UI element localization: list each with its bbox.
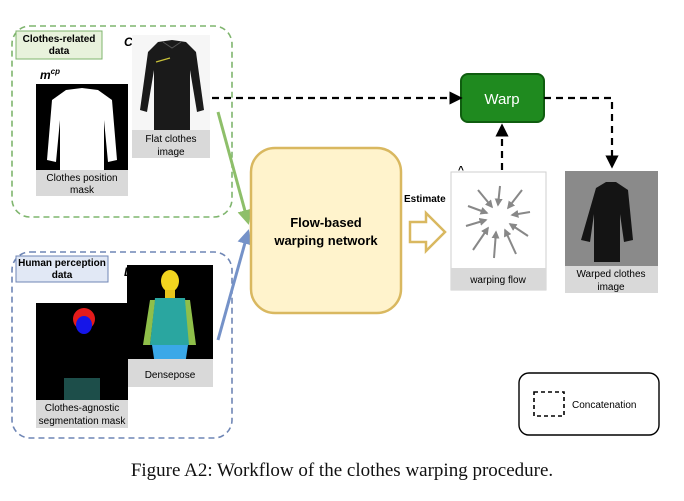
warped-shirt-icon <box>581 182 633 262</box>
warping-network-box <box>249 146 403 315</box>
human-data-label-box <box>15 255 109 283</box>
clothes-data-label-2: data <box>49 46 70 57</box>
human-input-arrow <box>216 229 253 341</box>
flat-clothes-caption-2: image <box>157 147 185 158</box>
human-data-group <box>11 251 233 439</box>
mask-caption-1: Clothes position <box>46 173 117 184</box>
mask-symbol: mcp <box>40 67 60 82</box>
legend-dashed-symbol <box>533 391 565 417</box>
clothes-input-arrow <box>216 111 253 225</box>
estimate-label: Estimate <box>404 194 446 205</box>
network-label-1: Flow-based <box>290 215 362 230</box>
clothes-data-label-1: Clothes-related <box>23 34 96 45</box>
legend-label: Concatenation <box>572 400 637 411</box>
flow-caption-box <box>451 268 546 290</box>
human-data-label-2: data <box>52 270 73 281</box>
flat-shirt-icon <box>140 40 204 130</box>
agnostic-figure <box>64 308 100 402</box>
densepose-caption: Densepose <box>145 370 196 381</box>
warp-label: Warp <box>484 91 519 108</box>
flow-hat: ^ <box>458 165 464 176</box>
figure-caption: Figure A2: Workflow of the clothes warpi… <box>130 460 554 481</box>
clothes-data-label-box <box>15 30 103 60</box>
workflow-diagram: Clothes-related data C Flat clothes imag… <box>11 25 660 439</box>
legend-box <box>518 372 660 436</box>
mask-shape <box>47 88 117 175</box>
warped-caption-2: image <box>597 282 625 293</box>
agnostic-caption-box <box>36 400 128 428</box>
flat-clothes-caption-1: Flat clothes <box>145 134 196 145</box>
warped-caption-1: Warped clothes <box>576 269 645 280</box>
warped-caption-box <box>565 266 658 293</box>
mask-caption-2: mask <box>70 185 95 196</box>
mask-caption-box <box>36 170 128 196</box>
flow-caption: warping flow <box>469 275 526 286</box>
flat-clothes-caption-box <box>132 130 210 158</box>
estimate-arrow <box>408 209 447 255</box>
agnostic-caption-2: segmentation mask <box>39 416 127 427</box>
clothes-data-group <box>11 25 233 218</box>
flat-clothes-symbol: C <box>124 35 133 49</box>
human-data-label-1: Human perception <box>18 258 106 269</box>
network-label-2: warping network <box>273 233 378 248</box>
flow-vectors <box>465 185 531 259</box>
densepose-caption-box <box>127 359 213 387</box>
warp-to-output-arrow <box>544 96 619 169</box>
agnostic-caption-1: Clothes-agnostic <box>45 403 119 414</box>
